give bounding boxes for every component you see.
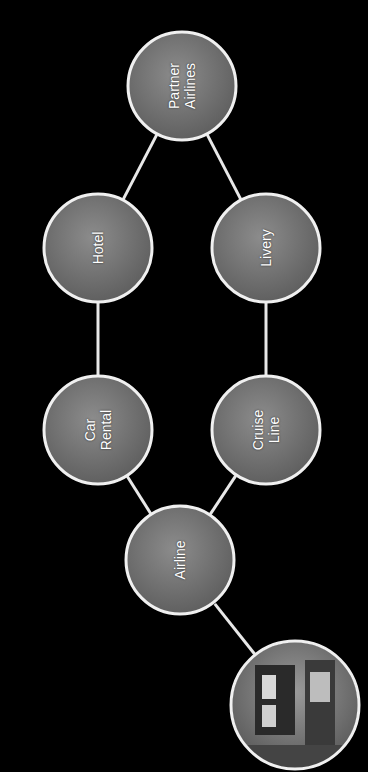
connector-line — [265, 303, 268, 375]
connector-line — [215, 604, 255, 654]
connector-line — [210, 476, 235, 514]
service-circle: Partner Airlines — [126, 30, 238, 142]
node-label: Car Rental — [82, 399, 114, 461]
photo — [230, 640, 360, 772]
connector-line — [123, 135, 156, 199]
node-label: Hotel — [90, 217, 106, 279]
service-circle: Hotel — [42, 192, 154, 304]
service-circle: Car Rental — [42, 374, 154, 486]
node-label: Livery — [258, 217, 274, 279]
connector-line — [207, 135, 240, 199]
service-circle: Airline — [124, 504, 236, 616]
node-label: Cruise Line — [250, 399, 282, 461]
service-circle: Cruise Line — [210, 374, 322, 486]
connector-line — [97, 303, 100, 375]
photo-circle — [231, 641, 359, 769]
node-label: Partner Airlines — [166, 55, 198, 117]
connector-line — [127, 477, 150, 514]
node-label: Airline — [172, 529, 188, 591]
service-circle: Livery — [210, 192, 322, 304]
